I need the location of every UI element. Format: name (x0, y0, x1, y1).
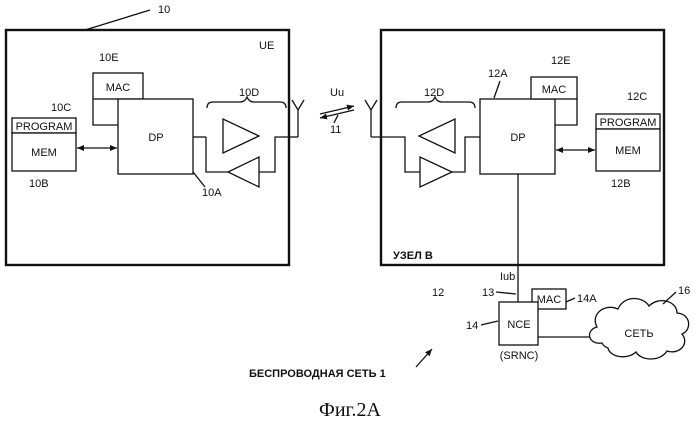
ue-dp-ref-leader (193, 172, 205, 187)
iub-ref: 13 (482, 287, 494, 299)
nodeb-mac-dp-link (555, 99, 577, 125)
nce-ref-leader (481, 321, 498, 325)
srnc-label: (SRNC) (500, 350, 539, 362)
ue-tx-brace (207, 97, 286, 108)
ue-name: UE (259, 40, 274, 52)
ue-mac-ref: 10E (99, 52, 119, 64)
nodeb-mem-label: MEM (615, 145, 641, 157)
ue-tx-amp (223, 119, 259, 153)
ue-dp-label: DP (148, 132, 163, 144)
ue-mem-ref: 10B (29, 178, 49, 190)
nodeb-antenna-head (365, 100, 377, 110)
ue-program-ref: 10C (51, 102, 71, 114)
nodeb-mem-ref: 12B (611, 178, 631, 190)
network-ref: 16 (678, 285, 690, 297)
nce-label: NCE (507, 319, 530, 331)
ue-antenna-head (292, 100, 304, 110)
nodeb-program-ref: 12C (627, 91, 647, 103)
wireless-network-label: БЕСПРОВОДНАЯ СЕТЬ 1 (249, 368, 386, 380)
nodeb-dp-ref: 12A (488, 68, 508, 80)
ue-mem-label: MEM (31, 147, 57, 159)
nce-ref: 14 (466, 320, 478, 332)
wireless-network-arrow (416, 349, 432, 367)
nce-mac-ref: 14A (577, 293, 597, 305)
iub-label: Iub (500, 271, 515, 283)
ue-ref-label: 10 (158, 4, 170, 16)
ue-ref-leader (85, 10, 150, 30)
iub-ref-leader (496, 292, 516, 294)
nodeb-tx-ref: 12D (424, 87, 444, 99)
network-label: СЕТЬ (624, 328, 653, 340)
nodeb-tx-brace (396, 97, 475, 108)
nodeb-mac-ref: 12E (551, 55, 571, 67)
figure-caption: Фиг.2А (319, 399, 381, 421)
nodeb-dp-ref-leader (494, 81, 500, 98)
ue-rx-amp (228, 157, 259, 187)
nodeb-dp-label: DP (510, 132, 525, 144)
nodeb-ref: 12 (432, 287, 444, 299)
nodeb-program-label: PROGRAM (600, 117, 657, 129)
ue-dp-ref: 10A (202, 187, 222, 199)
nodeb-name: УЗЕЛ В (393, 250, 433, 262)
uu-arrow-right (320, 106, 354, 114)
link-ref-leader (334, 115, 338, 123)
ue-program-label: PROGRAM (16, 121, 73, 133)
nce-mac-label: MAC (537, 294, 562, 306)
uu-label: Uu (330, 87, 344, 99)
link-ref: 11 (330, 124, 341, 136)
ue-mac-dp-link (93, 99, 118, 125)
ue-mac-label: MAC (106, 82, 131, 94)
nce-mac-ref-leader (566, 298, 575, 302)
nodeb-tx-amp (420, 157, 452, 187)
ue-tx-ref: 10D (239, 87, 259, 99)
nodeb-rx-amp (419, 119, 455, 153)
nodeb-mac-label: MAC (542, 84, 567, 96)
